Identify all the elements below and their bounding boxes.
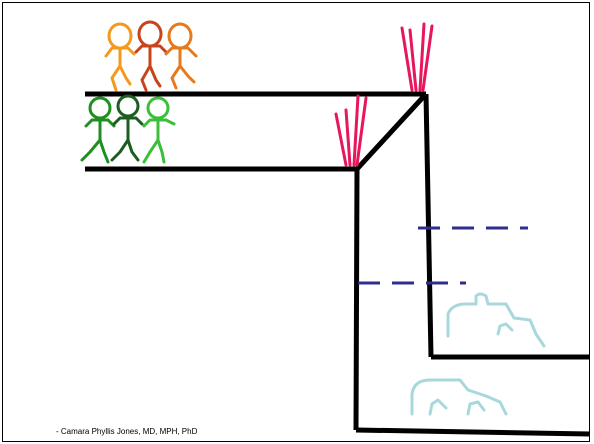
upper-flowers	[400, 22, 434, 92]
lower-cloud	[410, 378, 508, 416]
stick-figure-icon	[134, 20, 168, 92]
stick-figure-icon	[164, 22, 198, 90]
stick-figure-icon	[142, 96, 176, 164]
outer-cliff-base	[355, 427, 591, 437]
upper-cloud	[446, 292, 546, 348]
attribution-text: - Camara Phyllis Jones, MD, MPH, PhD	[56, 427, 198, 436]
flower-stem-icon	[334, 22, 434, 167]
cloud-icon	[410, 292, 546, 416]
slanted-connector	[355, 92, 428, 171]
outer-cliff-wall	[353, 168, 360, 431]
stick-figure-icon	[80, 96, 116, 164]
lower-flowers	[334, 94, 368, 167]
cliff-structure	[85, 91, 591, 437]
stick-figure-icon	[104, 22, 136, 92]
water-level-lines	[358, 226, 528, 285]
inner-cliff-wall	[423, 93, 434, 358]
top-stick-figures	[104, 20, 198, 92]
bottom-stick-figures	[80, 94, 176, 164]
stick-figure-icon	[110, 94, 144, 162]
